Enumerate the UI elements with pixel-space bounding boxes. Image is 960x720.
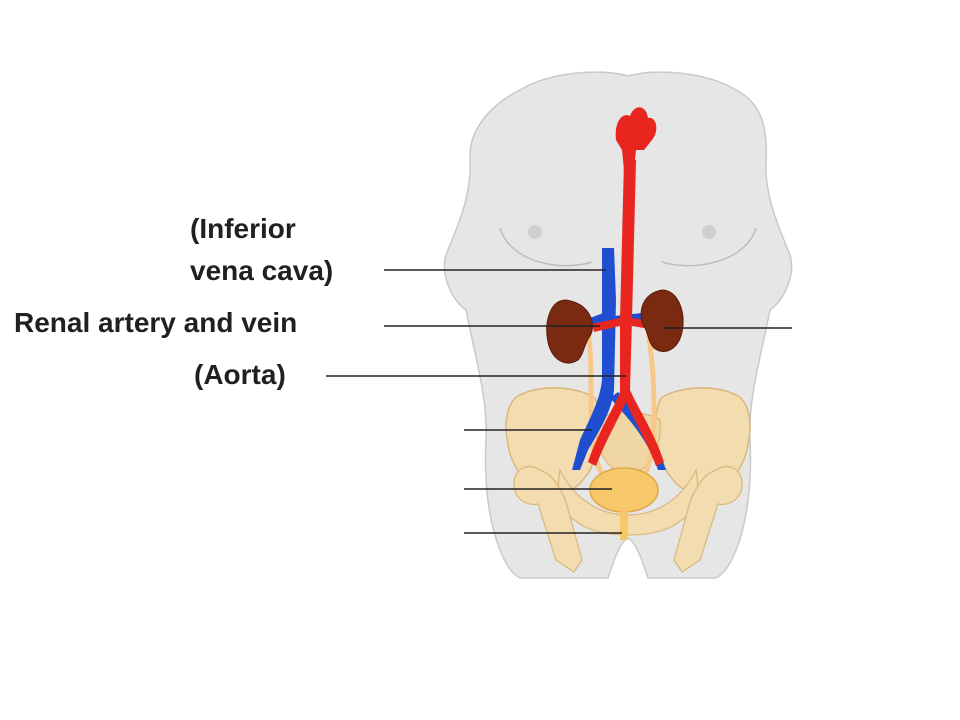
urethra (620, 508, 628, 540)
right-kidney (640, 289, 684, 352)
label-renal-artery-and-vein: Renal artery and vein (14, 307, 298, 338)
left-femur (513, 465, 583, 573)
aortic-arch (615, 107, 657, 170)
right-nipple (702, 225, 716, 239)
left-nipple (528, 225, 542, 239)
left-kidney (546, 299, 593, 364)
right-femur (673, 465, 743, 573)
inferior-vena-cava (572, 248, 616, 470)
label-inferior-vena-cava-line1: (Inferior (190, 213, 296, 244)
renal-artery-left (592, 318, 620, 332)
label-aorta: (Aorta) (194, 359, 286, 390)
label-inferior-vena-cava-line2: vena cava) (190, 255, 334, 286)
aorta (588, 160, 664, 466)
left-breast-outline (499, 227, 593, 267)
bladder (589, 467, 659, 513)
right-breast-outline (661, 227, 757, 267)
